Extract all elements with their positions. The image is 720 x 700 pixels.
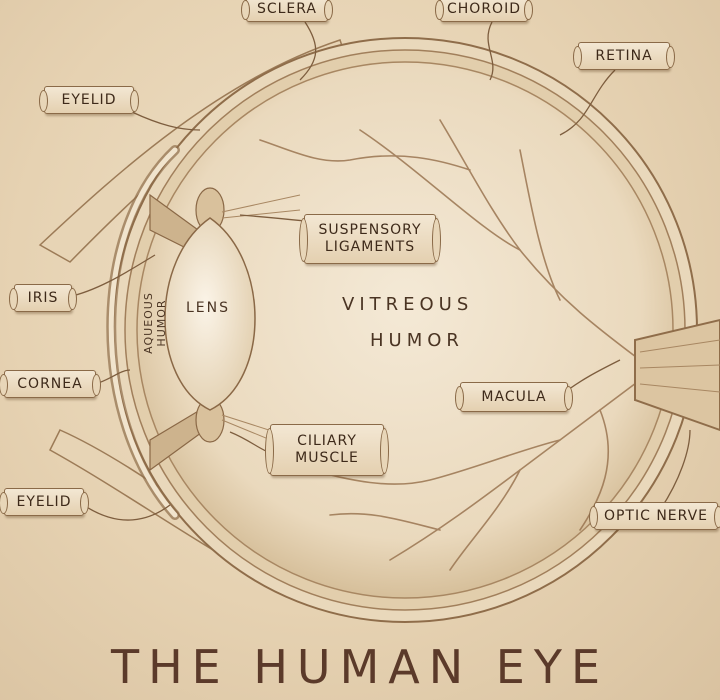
label-eyelid-lower: EYELID <box>0 488 89 516</box>
label-vitreous: VITREOUS <box>342 294 474 315</box>
label-choroid: CHOROID <box>435 0 533 22</box>
retinal-vessels <box>259 119 641 571</box>
label-ciliary-muscle: CILIARY MUSCLE <box>265 424 389 476</box>
lens <box>164 217 256 411</box>
label-suspensory-ligaments: SUSPENSORY LIGAMENTS <box>299 214 441 264</box>
label-humor: HUMOR <box>370 330 464 351</box>
label-eyelid-upper: EYELID <box>39 86 139 114</box>
label-lens: LENS <box>186 300 231 316</box>
label-optic-nerve: OPTIC NERVE <box>589 502 720 530</box>
label-retina: RETINA <box>573 42 675 70</box>
label-aqueous-humor: AQUEOUS HUMOR <box>142 292 168 354</box>
label-suspensory-line1: SUSPENSORY <box>318 222 422 238</box>
label-cornea: CORNEA <box>0 370 101 398</box>
label-sclera: SCLERA <box>241 0 333 22</box>
optic-nerve <box>634 318 720 432</box>
page-title: THE HUMAN EYE <box>110 640 610 694</box>
label-suspensory-line2: LIGAMENTS <box>324 239 416 255</box>
label-iris: IRIS <box>9 284 77 312</box>
label-ciliary-line2: MUSCLE <box>295 450 359 466</box>
label-macula: MACULA <box>455 382 573 412</box>
label-ciliary-line1: CILIARY <box>297 433 357 449</box>
